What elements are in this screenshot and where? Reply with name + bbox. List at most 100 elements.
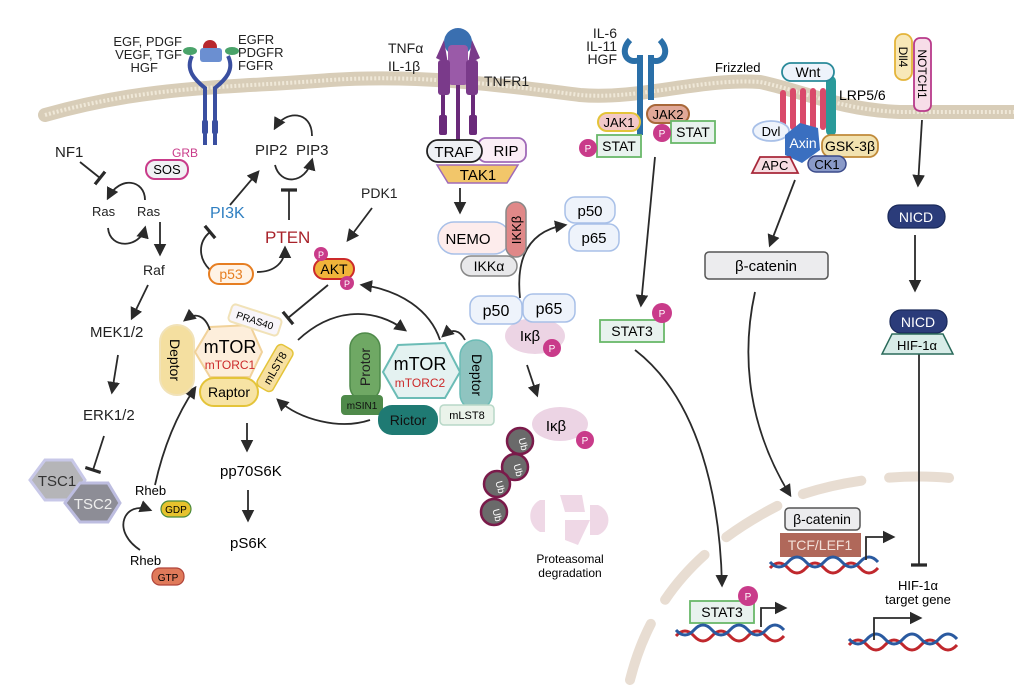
nicd-hif-complex: NICD HIF-1α (880, 309, 955, 355)
pdk1-label: PDK1 (361, 185, 398, 201)
frizzled-label: Frizzled (715, 60, 761, 75)
nemo-label: NEMO (446, 231, 491, 248)
apc-node: APC (750, 156, 800, 174)
receptor-egfr: EGFR (238, 32, 274, 47)
wnt-ligand: Wnt (781, 62, 835, 82)
sos-label: SOS (153, 162, 181, 177)
mtorc1-complex: Deptor mTOR mTORC1 Raptor PRAS40 mLST8 (159, 303, 294, 407)
lrp-label: LRP5/6 (839, 87, 886, 103)
ikk-complex: NEMO IKKβ IKKα (437, 201, 527, 277)
deptor2-label: Deptor (469, 354, 485, 396)
phospho-icon (653, 124, 671, 142)
hif-target-label-1: HIF-1α (898, 578, 939, 593)
receptor-fgfr: FGFR (238, 58, 273, 73)
p65-free-label: p65 (581, 230, 606, 247)
axin-label: Axin (789, 135, 816, 151)
mtorc2-label: mTORC2 (395, 376, 446, 390)
notch1-label: NOTCH1 (915, 49, 929, 99)
notch-arrows (908, 119, 928, 567)
pi3k-label: PI3K (210, 205, 245, 222)
pip2-label: PIP2 (255, 142, 288, 159)
gdp-label: GDP (165, 505, 187, 516)
mek-label: MEK1/2 (90, 324, 143, 341)
ub-label: Ub (489, 508, 503, 524)
mtorc2-complex: Protor mSIN1 mTOR mTORC2 Deptor mLST8 Ri… (341, 332, 495, 435)
rtk-receptor-labels: EGFR PDGFR FGFR (238, 32, 284, 73)
ck1-label: CK1 (814, 157, 839, 172)
stat1-label: STAT (602, 138, 636, 154)
raptor-label: Raptor (208, 384, 250, 400)
hif1a-label: HIF-1α (897, 338, 938, 353)
ligand-hgf: HGF (131, 60, 159, 75)
phospho-label: P (582, 436, 589, 447)
apc-label: APC (762, 158, 789, 173)
tnfr1-receptor (436, 28, 480, 140)
sos-node: SOS (145, 159, 189, 180)
dll4-node: Dll4 (894, 33, 913, 81)
ligand-egf-pdgf: EGF, PDGF (113, 34, 182, 49)
akt-label: AKT (320, 261, 348, 277)
tsc1-node: TSC1 (28, 458, 87, 502)
tcf-lef1-label: TCF/LEF1 (788, 537, 853, 553)
erk-label: ERK1/2 (83, 407, 135, 424)
phospho-icon (340, 276, 354, 290)
phospho-label: P (659, 129, 666, 140)
ck1-node: CK1 (807, 155, 847, 173)
ligand-hgf2: HGF (587, 51, 617, 67)
hif-target-label-2: target gene (885, 592, 951, 607)
phospho-icon (314, 247, 328, 261)
rheb-gdp-label: Rheb (135, 483, 166, 498)
phospho-label: P (585, 144, 592, 155)
dna-hif (847, 632, 959, 652)
p50-label: p50 (483, 303, 510, 320)
wnt-arrows (747, 179, 796, 498)
phospho-icon (543, 339, 561, 357)
akt-node: AKT P P (313, 247, 355, 290)
tsc1-label: TSC1 (38, 473, 76, 490)
rtk-ligands: EGF, PDGF VEGF, TGF HGF (113, 34, 182, 75)
rheb-arrows (122, 385, 197, 551)
ras-gtp-label: Ras (137, 204, 161, 219)
dna-stat3 (674, 623, 786, 643)
rheb-gtp-label: Rheb (130, 553, 161, 568)
hif-transcription-arrow (873, 611, 923, 640)
degradation-label-2: degradation (538, 566, 601, 580)
dvl-label: Dvl (762, 124, 781, 139)
phospho-label: P (344, 279, 350, 289)
ub-label: Ub (515, 437, 529, 453)
ubiquitin-chain: Ub Ub Ub Ub (479, 426, 535, 527)
dll4-label: Dll4 (896, 47, 910, 68)
degradation-label-1: Proteasomal (536, 552, 603, 566)
nfkb-free-dimer: p50 p65 (564, 196, 620, 252)
gtp-label: GTP (158, 573, 179, 584)
ligand-il11: IL-11 (586, 38, 617, 54)
tnfr1-label: TNFR1 (484, 73, 529, 89)
p53-label: p53 (219, 266, 243, 282)
ps6k-label: pS6K (230, 535, 267, 552)
jak1-node: JAK1 (597, 112, 641, 132)
ikb2-label: Iκβ (546, 418, 567, 435)
pip3-label: PIP3 (296, 142, 329, 159)
p53-node: p53 (208, 263, 254, 285)
ligand-vegf-tgf: VEGF, TGF (115, 47, 182, 62)
wnt-label: Wnt (796, 64, 821, 80)
stat1-node: STAT P (579, 134, 642, 158)
p65-label: p65 (536, 301, 563, 318)
bcatenin-cyto-node: β-catenin (704, 251, 829, 280)
bcatenin-nuclear-label: β-catenin (793, 511, 851, 527)
msin1-label: mSIN1 (347, 401, 378, 412)
p50-free-label: p50 (577, 203, 602, 220)
pp70s6k-label: pp70S6K (220, 463, 282, 480)
dna-tcf (768, 555, 880, 575)
phospho-label: P (659, 309, 666, 320)
phospho-label: P (549, 344, 556, 355)
stat2-node: STAT P (653, 120, 716, 144)
nicd1-node: NICD (887, 204, 946, 229)
ras-mapk-arrows (79, 161, 167, 475)
stat3-nuclear-label: STAT3 (701, 604, 743, 620)
jak-stat-arrows (634, 156, 729, 588)
mtorc2-arrows (359, 280, 466, 341)
jak1-label: JAK1 (603, 115, 634, 130)
ub-label: Ub (492, 480, 506, 496)
